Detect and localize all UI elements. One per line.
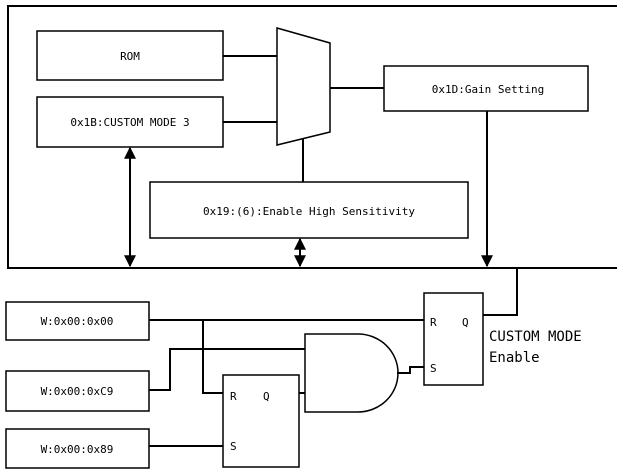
lower-rs-flipflop: R Q S (222, 374, 300, 468)
internal-wires (223, 55, 384, 182)
bus-arrows (124, 111, 493, 268)
write-block-2: W:0x00:0xC9 (5, 370, 150, 412)
enable-high-sensitivity-label: 0x19:(6):Enable High Sensitivity (203, 205, 415, 218)
upper-ff-r-pin: R (430, 316, 437, 329)
lower-ff-q-pin: Q (263, 390, 270, 403)
lower-ff-r-pin: R (230, 390, 237, 403)
write-block-1: W:0x00:0x00 (5, 301, 150, 341)
upper-rs-flipflop: R Q S (423, 292, 484, 386)
lower-ff-s-pin: S (230, 440, 237, 453)
multiplexer (276, 27, 331, 146)
enable-high-sensitivity-block: 0x19:(6):Enable High Sensitivity (149, 181, 469, 239)
write-label-1: W:0x00:0x00 (41, 315, 114, 328)
write-label-2: W:0x00:0xC9 (41, 385, 114, 398)
custom-mode-enable-line2: Enable (489, 350, 540, 366)
rom-label: ROM (120, 50, 140, 63)
logic-wires (149, 268, 518, 447)
upper-ff-s-pin: S (430, 362, 437, 375)
custom-mode-enable-label: CUSTOM MODE Enable (489, 329, 582, 366)
gain-setting-label: 0x1D:Gain Setting (432, 83, 545, 96)
rom-block: ROM (36, 30, 224, 81)
gain-setting-block: 0x1D:Gain Setting (383, 65, 589, 112)
custom-mode-enable-line1: CUSTOM MODE (489, 329, 582, 345)
and-gate (304, 333, 399, 413)
device-boundary (7, 5, 617, 269)
upper-ff-q-pin: Q (462, 316, 469, 329)
custom-mode-3-block: 0x1B:CUSTOM MODE 3 (36, 96, 224, 148)
custom-mode-3-label: 0x1B:CUSTOM MODE 3 (70, 116, 189, 129)
write-label-3: W:0x00:0x89 (41, 443, 114, 456)
write-block-3: W:0x00:0x89 (5, 428, 150, 469)
